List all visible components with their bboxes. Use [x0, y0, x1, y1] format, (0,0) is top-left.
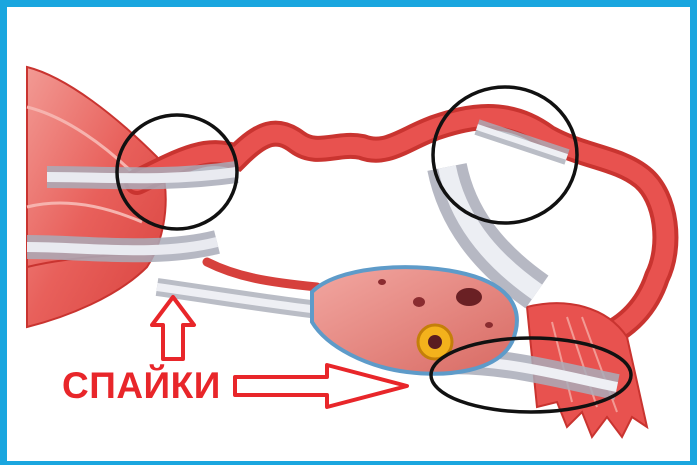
ovary	[312, 267, 517, 374]
ovary-spot	[378, 279, 386, 285]
adhesion-label: СПАЙКИ	[62, 367, 221, 404]
ovary-spot	[485, 322, 493, 328]
right-arrow-icon	[235, 365, 407, 407]
ovary-spot	[456, 288, 482, 306]
uterus-mass	[27, 67, 166, 327]
up-arrow-icon	[152, 297, 194, 359]
ovary-spot	[413, 297, 425, 307]
